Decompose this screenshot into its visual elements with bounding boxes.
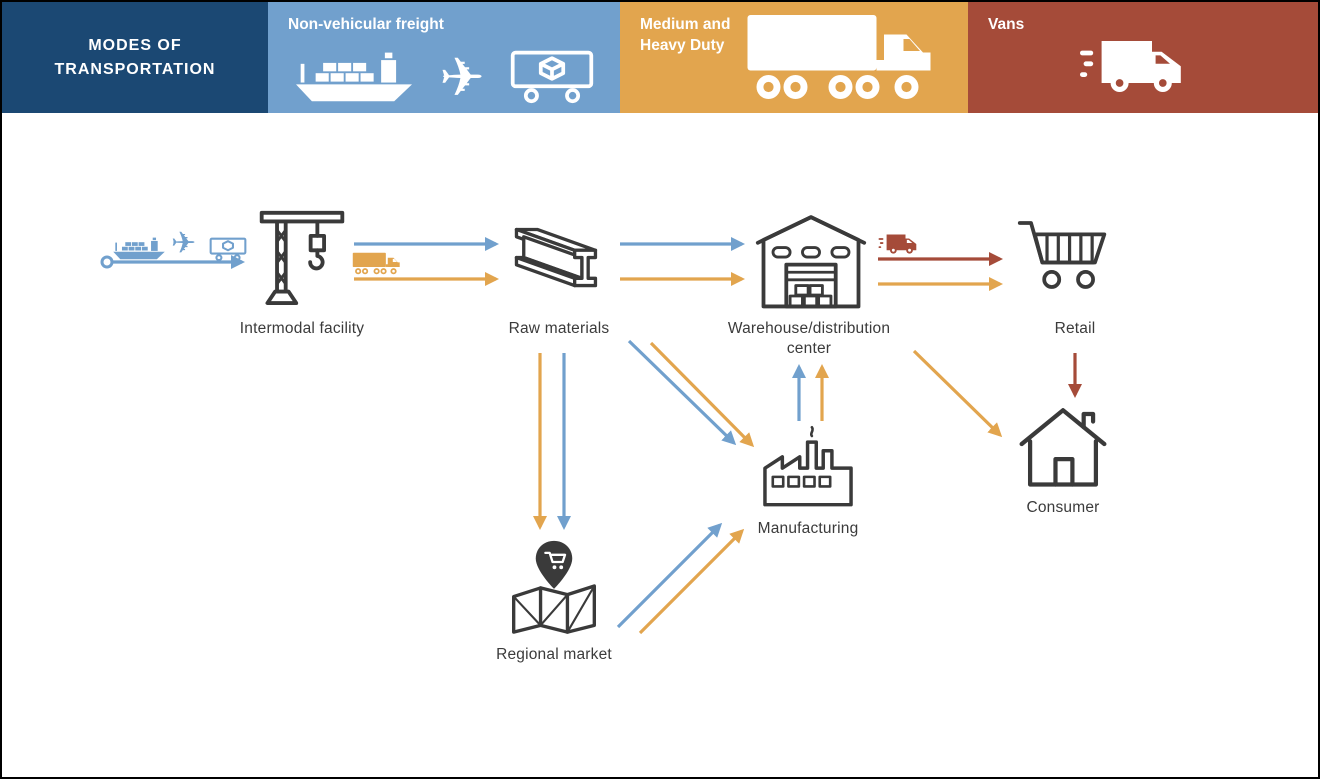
airplane-icon: ✈ [439,48,485,108]
warehouse-label-line2: center [786,340,832,358]
vans-label: Vans [988,16,1025,33]
semi-truck-small-icon [352,252,400,275]
flow-warehouse-to-consumer-mediumheavy [912,349,1003,438]
manufacturing-factory-icon [763,426,853,507]
origin-node-dot [100,255,114,269]
cargo-ship-icon [295,52,412,102]
retail-cart-icon [1017,221,1107,289]
warehouse-icon [755,215,867,309]
rail-car-icon [511,50,594,104]
flow-regional-to-manufacturing-mediumheavy [638,528,745,635]
warehouse-label: Warehouse/distribution center [689,319,929,359]
medium-heavy-label-line1: Medium and [640,16,731,33]
van-wheel-hubs [1115,79,1167,87]
van-window-cutout [1155,55,1170,64]
non-vehicular-label: Non-vehicular freight [288,16,444,33]
flow-raw-to-manufacturing-mediumheavy [649,341,755,448]
truck-window-cutout [903,39,920,51]
retail-label: Retail [1054,320,1096,337]
airplane-small-icon: ✈ [171,227,197,260]
small-truck-window [392,258,397,262]
map-pin [535,540,573,589]
truck-wheel-hubs [763,81,912,93]
modes-header: MODES OF TRANSPORTATION Non-vehicular fr… [2,2,1318,113]
header-segment-vans: Vans [968,2,1318,113]
flow-regional-to-manufacturing-nonvehicular [616,522,723,629]
medium-heavy-label-line2: Heavy Duty [640,36,725,54]
page-title-line1: MODES OF [88,37,182,55]
page-title-line2: TRANSPORTATION [54,60,216,78]
header-segment-medium-heavy: Medium and Heavy Duty [620,2,968,113]
regional-market-label: Regional market [496,646,612,663]
regional-market-map-icon [511,540,596,634]
supply-chain-diagram: ✈ [2,113,1318,777]
intermodal-crane-icon [259,210,345,306]
raw-materials-label: Raw materials [508,320,610,337]
consumer-label: Consumer [1026,499,1100,516]
small-van-window [906,239,913,244]
warehouse-label-line1: Warehouse/distribution [727,320,891,337]
manufacturing-label: Manufacturing [757,520,859,537]
page-title: MODES OF TRANSPORTATION [55,34,216,80]
medium-heavy-label: Medium and Heavy Duty [640,15,730,57]
flow-arrows-layer [100,237,1082,635]
non-vehicular-icons: ✈ [280,47,608,105]
header-segment-title: MODES OF TRANSPORTATION [2,2,268,113]
semi-truck-icon [747,15,931,99]
consumer-house-icon [1019,408,1107,487]
pin-cart-glyph [544,551,567,564]
rail-car-small-icon [209,237,247,262]
raw-materials-beam-icon [514,227,598,288]
intermodal-facility-label: Intermodal facility [239,320,365,337]
van-small-icon [878,234,917,254]
header-segment-non-vehicular: Non-vehicular freight ✈ [268,2,620,113]
flow-raw-to-manufacturing-nonvehicular [627,339,737,446]
cargo-ship-small-icon [113,237,165,260]
delivery-van-icon [1080,41,1181,92]
